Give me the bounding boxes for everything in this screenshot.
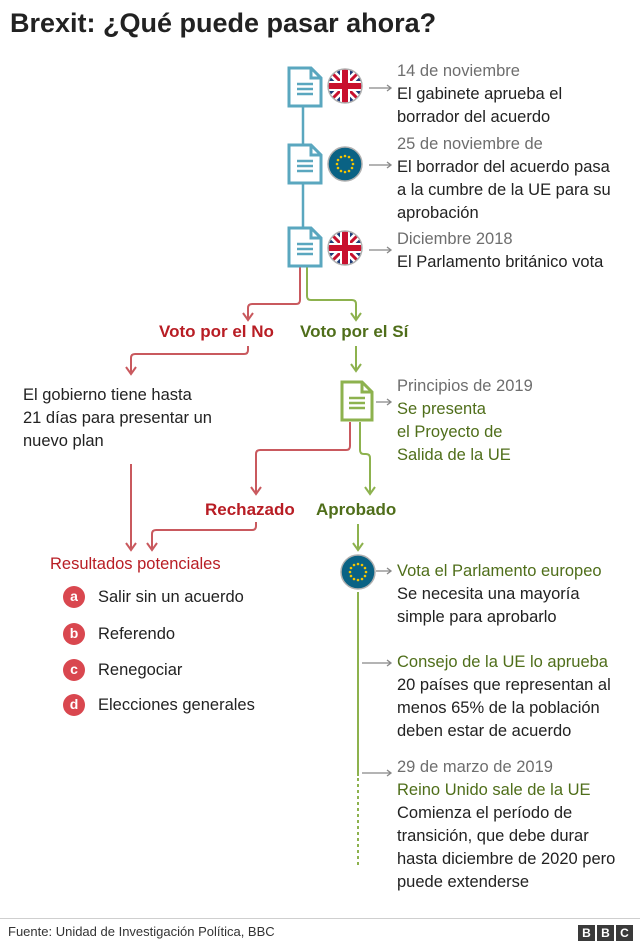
step-1-date: 14 de noviembre xyxy=(397,62,520,80)
source-note: Fuente: Unidad de Investigación Política… xyxy=(8,924,275,939)
eu-flag-icon xyxy=(327,146,363,182)
option-d-label: Elecciones generales xyxy=(98,696,255,714)
no-branch-text: El gobierno tiene hasta 21 días para pre… xyxy=(23,384,212,453)
option-b-badge: b xyxy=(63,623,85,645)
footer-divider xyxy=(0,918,640,919)
approved-step-3-heading: Reino Unido sale de la UE xyxy=(397,781,591,799)
option-d-badge: d xyxy=(63,694,85,716)
step-1-line-1: El gabinete aprueba el xyxy=(397,85,563,103)
approved-step-1-line-2: simple para aprobarlo xyxy=(397,608,557,626)
option-a-badge: a xyxy=(63,586,85,608)
uk-flag-icon xyxy=(327,230,363,266)
step-2-line-2: a la cumbre de la UE para su xyxy=(397,181,611,199)
approved-step-1-line-1: Se necesita una mayoría xyxy=(397,585,580,603)
yes-branch-date: Principios de 2019 xyxy=(397,377,533,395)
step-1-line-2: borrador del acuerdo xyxy=(397,108,551,126)
approved-step-2: Consejo de la UE lo aprueba 20 países qu… xyxy=(397,651,611,743)
option-c-badge: c xyxy=(63,659,85,681)
step-3: Diciembre 2018 El Parlamento británico v… xyxy=(397,228,603,274)
vote-yes-label: Voto por el Sí xyxy=(300,322,409,341)
approved-step-3-line-4: puede extenderse xyxy=(397,873,530,891)
approved-step-2-heading: Consejo de la UE lo aprueba xyxy=(397,653,608,671)
no-branch-line-3: nuevo plan xyxy=(23,432,104,450)
bbc-logo-letter: B xyxy=(597,925,614,941)
page-title: Brexit: ¿Qué puede pasar ahora? xyxy=(10,8,437,38)
approved-step-1: Vota el Parlamento europeo Se necesita u… xyxy=(397,560,602,629)
option-b-label: Referendo xyxy=(98,625,176,643)
approved-label: Aprobado xyxy=(316,500,397,519)
approved-step-2-line-1: 20 países que representan al xyxy=(397,676,611,694)
approved-step-3-line-2: transición, que debe durar xyxy=(397,827,589,845)
step-2-line-3: aprobación xyxy=(397,204,479,222)
yes-branch-line-3: Salida de la UE xyxy=(397,446,511,464)
flow-connectors xyxy=(125,84,393,866)
yes-branch-line-2: el Proyecto de xyxy=(397,423,503,441)
document-icon xyxy=(287,226,323,268)
bbc-logo-letter: B xyxy=(578,925,595,941)
step-3-line-1: El Parlamento británico vota xyxy=(397,253,604,271)
uk-flag-icon xyxy=(327,68,363,104)
eu-flag-icon xyxy=(340,554,376,590)
yes-branch-text: Principios de 2019 Se presenta el Proyec… xyxy=(397,375,533,467)
option-c-label: Renegociar xyxy=(98,661,183,679)
approved-step-3-line-3: hasta diciembre de 2020 pero xyxy=(397,850,616,868)
potential-results-heading: Resultados potenciales xyxy=(50,555,221,573)
rejected-label: Rechazado xyxy=(205,500,295,519)
option-a-label: Salir sin un acuerdo xyxy=(98,588,244,606)
approved-step-2-line-3: deben estar de acuerdo xyxy=(397,722,572,740)
document-icon xyxy=(287,66,323,108)
document-icon xyxy=(340,380,374,422)
approved-step-3-line-1: Comienza el período de xyxy=(397,804,573,822)
step-2-date: 25 de noviembre de xyxy=(397,135,543,153)
no-branch-line-1: El gobierno tiene hasta xyxy=(23,386,192,404)
vote-no-label: Voto por el No xyxy=(159,322,274,341)
step-1: 14 de noviembre El gabinete aprueba el b… xyxy=(397,60,562,129)
no-branch-line-2: 21 días para presentar un xyxy=(23,409,212,427)
yes-branch-line-1: Se presenta xyxy=(397,400,486,418)
document-icon xyxy=(287,143,323,185)
approved-step-1-heading: Vota el Parlamento europeo xyxy=(397,562,602,580)
step-2: 25 de noviembre de El borrador del acuer… xyxy=(397,133,611,225)
step-2-line-1: El borrador del acuerdo pasa xyxy=(397,158,610,176)
approved-step-3-date: 29 de marzo de 2019 xyxy=(397,758,553,776)
step-3-date: Diciembre 2018 xyxy=(397,230,513,248)
approved-step-3: 29 de marzo de 2019 Reino Unido sale de … xyxy=(397,756,615,894)
bbc-logo-letter: C xyxy=(616,925,633,941)
approved-step-2-line-2: menos 65% de la población xyxy=(397,699,600,717)
